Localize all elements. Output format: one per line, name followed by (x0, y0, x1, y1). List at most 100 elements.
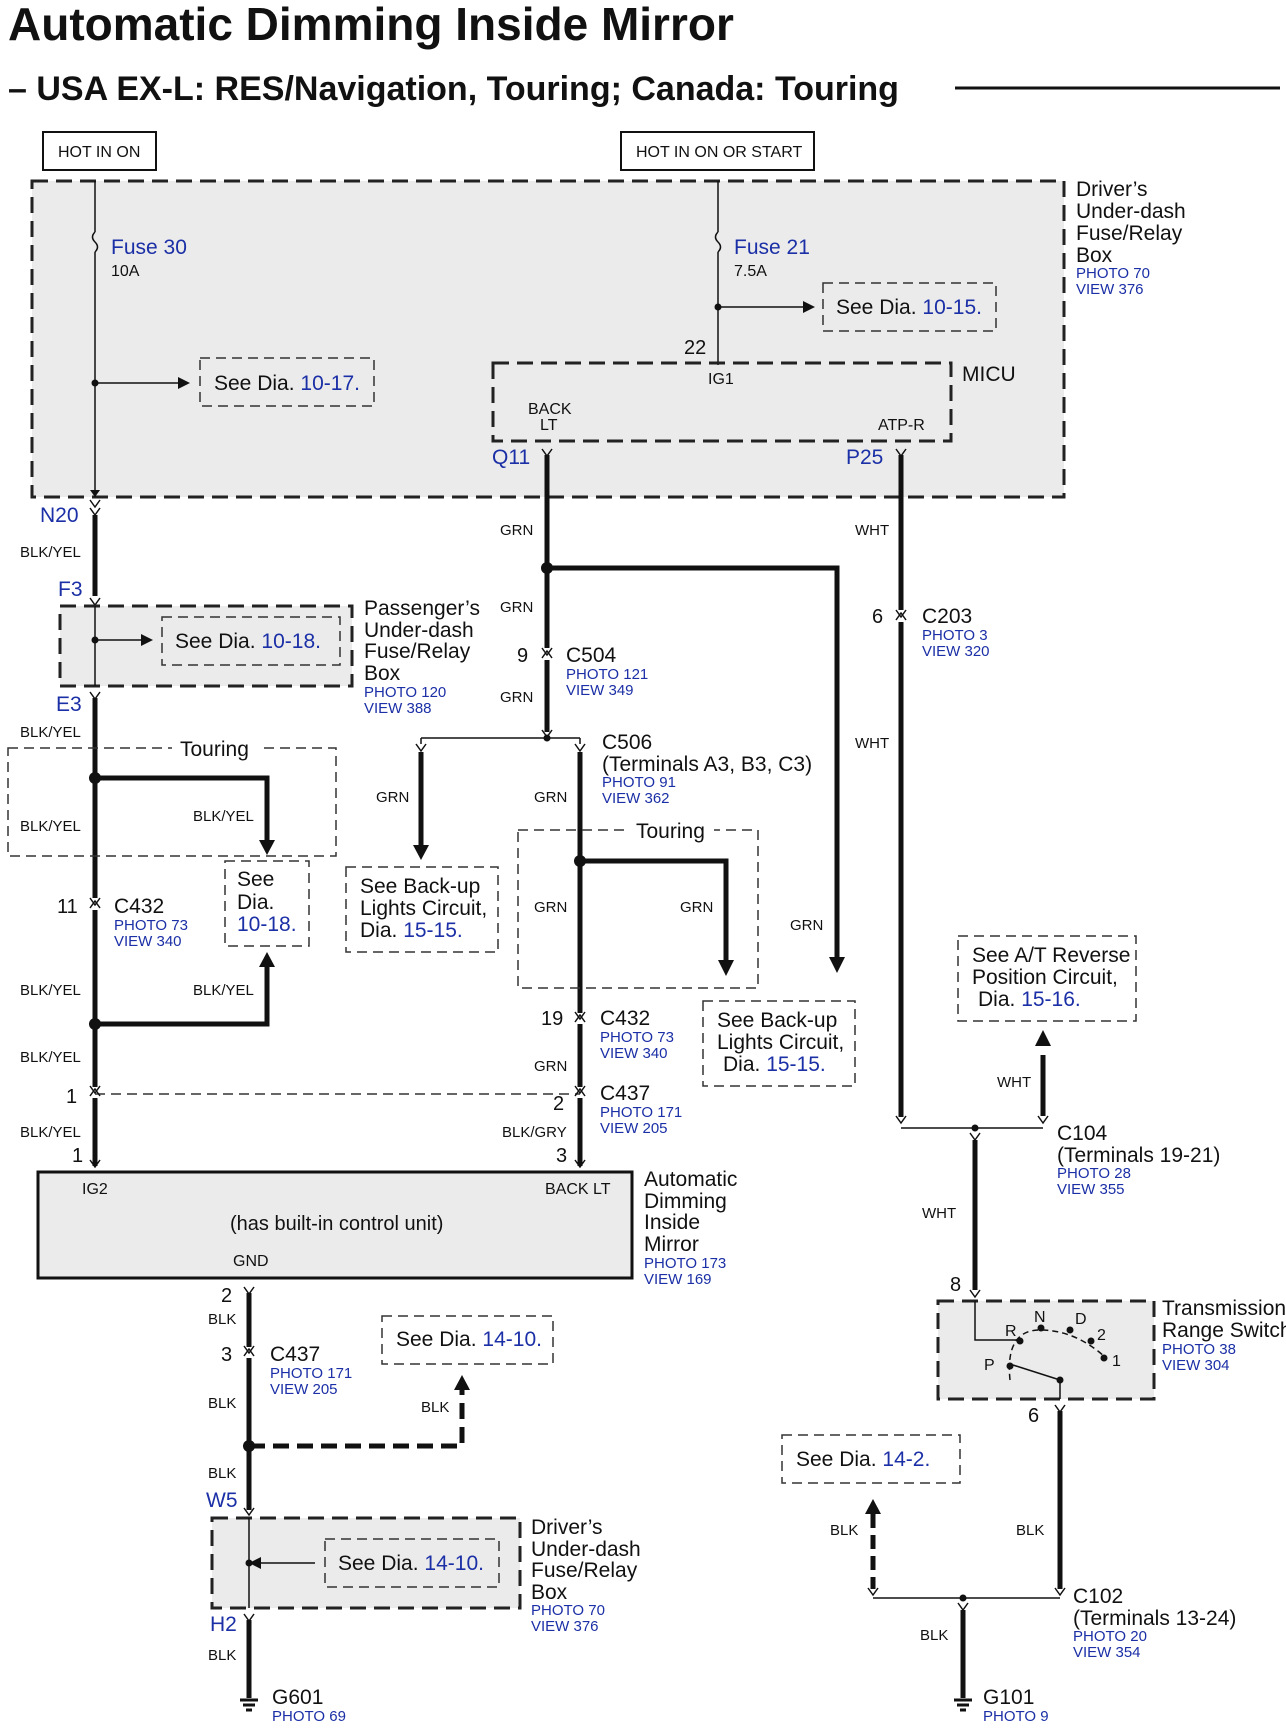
trs-contact-2 (1087, 1337, 1095, 1345)
arrow-icon (413, 845, 429, 860)
hot-in-on-label: HOT IN ON (58, 144, 140, 161)
fuse21-rating: 7.5A (734, 263, 767, 280)
wire-label: BLK/YEL (20, 818, 81, 835)
mirror-l2: Dimming (644, 1190, 727, 1213)
pass-box-l2: Under-dash (364, 619, 474, 642)
arrow-icon (1035, 1030, 1051, 1046)
wire-label: GRN (376, 789, 409, 806)
driver-box-b-l2: Under-dash (531, 1538, 641, 1561)
ref-15-15b-l1[interactable]: See Back-up (717, 1009, 837, 1032)
c506-view: VIEW 362 (602, 790, 670, 807)
fuse30-name: Fuse 30 (111, 236, 187, 259)
ref-15-15a-l3[interactable]: Dia. 15-15. (360, 919, 463, 942)
ref-15-16-l3[interactable]: Dia. 15-16. (978, 988, 1081, 1011)
ref-15-16-l2[interactable]: Position Circuit, (972, 966, 1118, 989)
arrow-icon (249, 1557, 261, 1569)
ref-15-15b-l3[interactable]: Dia. 15-15. (723, 1053, 826, 1076)
trs-photo: PHOTO 38 (1162, 1341, 1236, 1358)
wire-label: GRN (534, 1058, 567, 1075)
wire-label: WHT (855, 735, 889, 752)
g101-name: G101 (983, 1686, 1034, 1709)
ref-10-17[interactable]: See Dia. 10-17. (214, 372, 360, 395)
wire-label: BLK/YEL (20, 1124, 81, 1141)
hot-in-on-or-start-box (620, 131, 815, 171)
ref-10-18b-see[interactable]: See (237, 868, 274, 891)
c432a-pin: 11 (57, 896, 78, 918)
connector-icon (89, 1085, 101, 1097)
g601-photo: PHOTO 69 (272, 1708, 346, 1725)
arrow-icon (718, 960, 734, 976)
touring-label-right: Touring (636, 820, 705, 843)
ref-box-10-17 (199, 357, 375, 407)
c437a-photo: PHOTO 171 (600, 1104, 682, 1121)
driver-box-b-photo: PHOTO 70 (531, 1602, 605, 1619)
trs-contact-d (1066, 1326, 1074, 1334)
arrow-icon (259, 840, 275, 855)
trs-pin8: 8 (950, 1274, 961, 1296)
ref-14-10b[interactable]: See Dia. 14-10. (338, 1552, 484, 1575)
wire-label: GRN (500, 522, 533, 539)
ref-10-15[interactable]: See Dia. 10-15. (836, 296, 982, 319)
g101-photo: PHOTO 9 (983, 1708, 1049, 1725)
c104-terms: (Terminals 19-21) (1057, 1144, 1220, 1167)
wire-label: BLK (208, 1647, 236, 1664)
ref-box-14-2 (781, 1434, 961, 1484)
c506-name: C506 (602, 731, 652, 754)
pass-box-view: VIEW 388 (364, 700, 432, 717)
ref-15-16-l1[interactable]: See A/T Reverse (972, 944, 1130, 967)
trs-n: N (1034, 1309, 1046, 1326)
wire-label: WHT (855, 522, 889, 539)
pass-box-l1: Passenger’s (364, 597, 480, 620)
c437b-view: VIEW 205 (270, 1381, 338, 1398)
mirror-view: VIEW 169 (644, 1271, 712, 1288)
splice-dot (971, 1124, 979, 1132)
connector-icon (89, 897, 101, 909)
trs-contact-n (1037, 1324, 1045, 1332)
wire-label: BLK/YEL (20, 544, 81, 561)
ref-box-14-10b (324, 1538, 500, 1588)
fuse21-symbol (714, 231, 722, 253)
wire-grn-touring (580, 858, 729, 963)
ref-10-18a[interactable]: See Dia. 10-18. (175, 630, 321, 653)
ref-15-15a-l1[interactable]: See Back-up (360, 875, 480, 898)
mirror-backlt: BACK LT (545, 1181, 611, 1198)
trs-contact-p (1006, 1362, 1014, 1370)
ref-15-15b-l2[interactable]: Lights Circuit, (717, 1031, 844, 1054)
wire-label: GRN (790, 917, 823, 934)
driver-box-view: VIEW 376 (1076, 281, 1144, 298)
micu-atpr: ATP-R (878, 417, 925, 434)
pass-box-photo: PHOTO 120 (364, 684, 446, 701)
wire-label: BLK/GRY (502, 1124, 567, 1141)
c432b-pin: 19 (541, 1008, 563, 1030)
ref-14-2[interactable]: See Dia. 14-2. (796, 1448, 930, 1471)
ref-10-18b-num[interactable]: 10-18. (237, 913, 297, 936)
conn-h2: H2 (210, 1613, 237, 1636)
conn-w5: W5 (206, 1489, 238, 1512)
ref-14-10a[interactable]: See Dia. 14-10. (396, 1328, 542, 1351)
pass-box-l3: Fuse/Relay (364, 640, 471, 663)
micu-back: BACK (528, 401, 572, 418)
fuse21-name: Fuse 21 (734, 236, 810, 259)
mirror-pin2: 2 (221, 1285, 232, 1307)
ref-10-18b-dia[interactable]: Dia. (237, 891, 274, 914)
trs-p: P (984, 1357, 995, 1374)
conn-f3: F3 (58, 578, 83, 601)
ref-15-15a-l2[interactable]: Lights Circuit, (360, 897, 487, 920)
c432a-name: C432 (114, 895, 164, 918)
c104-photo: PHOTO 28 (1057, 1165, 1131, 1182)
c506-photo: PHOTO 91 (602, 774, 676, 791)
mirror-l1: Automatic (644, 1168, 737, 1191)
micu-name: MICU (962, 363, 1016, 386)
wire-grn-backup-right (547, 565, 840, 960)
ground-icon (240, 1698, 258, 1712)
ref-box-10-18a (161, 616, 341, 666)
wire-label: BLK/YEL (20, 724, 81, 741)
driver-box-b-view: VIEW 376 (531, 1618, 599, 1635)
trs-view: VIEW 304 (1162, 1357, 1230, 1374)
driver-box-l4: Box (1076, 244, 1113, 267)
wire-label: GRN (500, 689, 533, 706)
connector-icon (1054, 1404, 1066, 1414)
mirror-pin1: 1 (72, 1145, 83, 1167)
wire-blk-dashed (249, 1390, 465, 1449)
conn-n20: N20 (40, 504, 79, 527)
